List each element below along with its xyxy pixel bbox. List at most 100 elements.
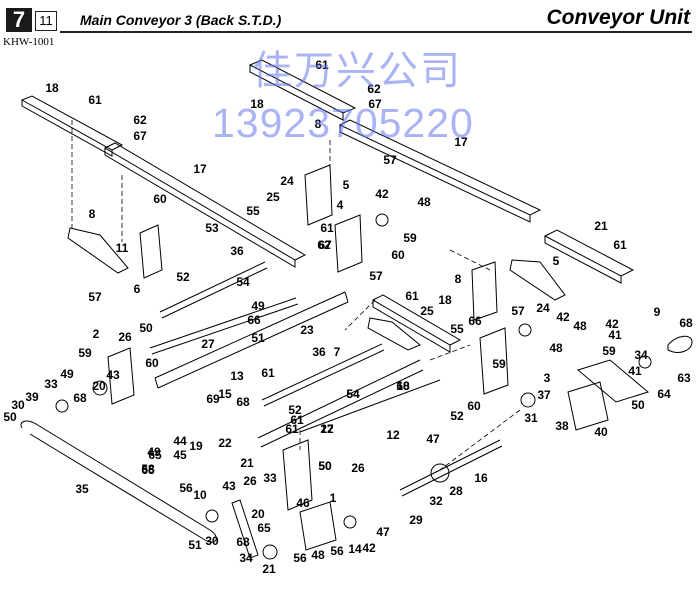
part-label-42: 42 [362,541,376,555]
part-label-21: 21 [262,562,276,576]
part-label-51: 51 [251,331,265,345]
part-label-68: 68 [73,391,87,405]
bracket-mid-8 [367,317,421,351]
part-label-18: 18 [250,97,264,111]
part-label-50: 50 [631,398,645,412]
part-label-32: 32 [429,494,443,508]
part-label-67: 67 [368,97,382,111]
part-label-56: 56 [179,481,193,495]
part-label-57: 57 [369,269,383,283]
belt-21-right [667,335,693,353]
part-label-28: 28 [449,484,463,498]
part-label-49: 49 [60,367,74,381]
part-label-18: 18 [438,293,452,307]
side-plate-5 [304,164,333,226]
part-label-47: 47 [376,525,390,539]
part-label-8: 8 [455,272,462,286]
pulley-31 [430,463,450,483]
page-header: 7 11 Main Conveyor 3 (Back S.T.D.) Conve… [0,0,700,48]
part-label-55: 55 [450,322,464,336]
shaft-13 [154,291,349,389]
part-label-67: 67 [133,129,147,143]
belt-35 [20,420,217,543]
part-label-12: 12 [320,422,334,436]
plate-9 [576,359,650,403]
part-label-56: 56 [293,551,307,565]
part-label-54: 54 [346,387,360,401]
screw-shaft-27-right [299,379,441,433]
part-label-54: 54 [236,275,250,289]
part-label-30: 30 [11,398,25,412]
part-label-40: 40 [594,425,608,439]
part-label-46: 46 [296,496,310,510]
part-label-48: 48 [549,341,563,355]
part-label-67: 67 [318,238,332,252]
part-label-61: 61 [285,422,299,436]
part-label-36: 36 [230,244,244,258]
part-label-38: 38 [555,419,569,433]
part-label-60: 60 [145,356,159,370]
part-label-4: 4 [337,198,344,212]
side-plate-1 [282,439,313,511]
part-label-41: 41 [608,328,622,342]
part-label-34: 34 [239,551,253,565]
part-label-65: 65 [148,448,162,462]
part-label-35: 35 [75,482,89,496]
part-label-5: 5 [553,254,560,268]
bracket-right-8 [509,259,566,301]
part-label-61: 61 [320,221,334,235]
diagram-title: Main Conveyor 3 (Back S.T.D.) [80,12,282,28]
side-plate-2 [107,347,135,405]
part-label-61: 61 [290,413,304,427]
pulley-42 [375,213,389,227]
part-label-62: 62 [317,238,331,252]
screw-shaft-27-left [149,297,299,355]
part-label-34: 34 [634,348,648,362]
part-label-59: 59 [403,231,417,245]
part-label-58: 58 [0,0,7,3]
pulley-41 [638,355,652,369]
watermark-company: 佳万兴公司 [252,48,462,94]
part-label-62: 62 [367,82,381,96]
part-label-26: 26 [118,330,132,344]
watermark-phone: 13923705220 [212,100,474,146]
part-label-3: 3 [544,371,551,385]
part-label-23: 23 [300,323,314,337]
part-label-60: 60 [467,399,481,413]
motor-37 [567,381,609,431]
part-label-43: 43 [222,479,236,493]
frame-rail-17 [103,142,307,268]
part-drawings [20,59,693,560]
part-label-49: 49 [251,299,265,313]
part-label-53: 53 [205,221,219,235]
part-label-61: 61 [405,289,419,303]
frame-rail-left-18 [20,95,124,157]
part-label-18: 18 [396,379,410,393]
part-label-59: 59 [78,346,92,360]
part-label-52: 52 [288,403,302,417]
part-label-30: 30 [205,534,219,548]
part-label-26: 26 [243,474,257,488]
document-code: KHW-1001 [3,36,55,48]
part-label-51: 51 [188,538,202,552]
part-label-24: 24 [280,174,294,188]
part-label-17: 17 [454,135,468,149]
part-label-22: 22 [218,436,232,450]
part-label-24: 24 [536,301,550,315]
part-label-58: 58 [141,462,155,476]
part-label-12: 12 [386,428,400,442]
part-label-41: 41 [628,364,642,378]
part-label-26: 26 [351,461,365,475]
side-plate-right-5 [471,261,498,321]
part-label-50: 50 [318,459,332,473]
part-label-29: 29 [409,513,423,527]
shaft-12 [257,359,424,448]
part-label-68: 68 [236,535,250,549]
part-label-65: 65 [141,463,155,477]
part-label-25: 25 [266,190,280,204]
pulley-33-left [55,399,69,413]
part-label-50: 50 [3,410,17,424]
part-label-21: 21 [240,456,254,470]
part-label-48: 48 [573,319,587,333]
